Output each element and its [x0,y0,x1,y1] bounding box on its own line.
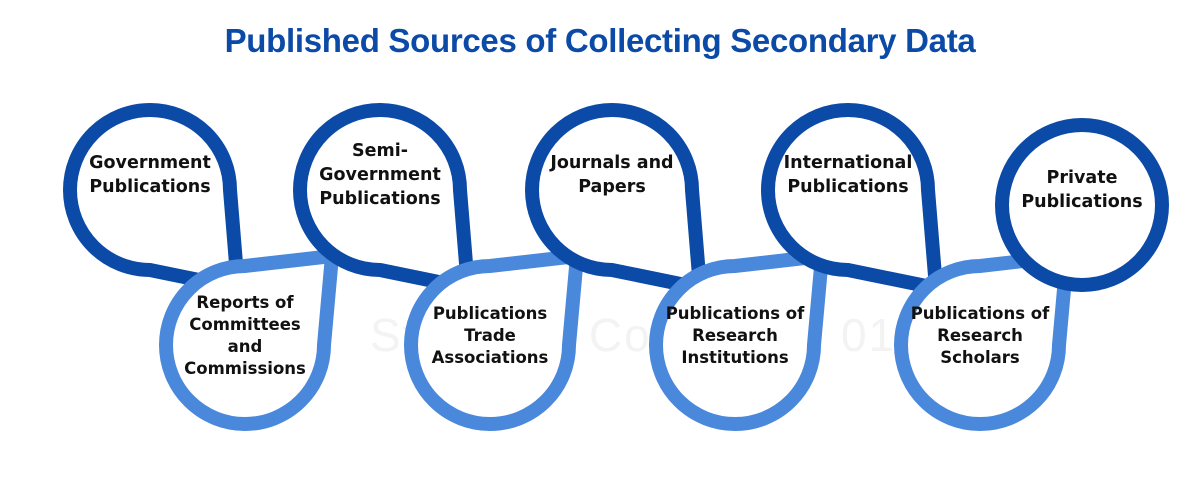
top-node-label: Private Publications [1021,168,1143,212]
top-node-shape [995,118,1169,292]
top-node-ring [293,103,476,297]
bottom-node-ring [649,248,830,431]
top-node-ring [525,103,708,297]
top-node-label: International Publications [783,153,913,197]
top-node-shape [293,103,476,297]
top-node-shape [525,103,708,297]
bottom-node-label: Publications Trade Associations [431,304,549,367]
bottom-node-label: Reports of Committees and Commissions [184,293,306,378]
top-node-shape [761,103,944,297]
diagram-title: Published Sources of Collecting Secondar… [224,22,976,59]
bottom-node-shape [649,248,830,431]
bottom-node-label: Publications of Research Scholars [910,304,1050,367]
bottom-node-ring [894,248,1075,431]
bottom-node-shape [404,248,585,431]
top-node-label: Journals and Papers [550,153,674,197]
top-node-label: Government Publications [89,153,211,197]
bottom-node-shape [159,248,340,431]
top-node-label: Semi-Government Publications [319,141,441,209]
bottom-node-label: Publications of Research Institutions [665,304,805,367]
bottom-node-shape [894,248,1075,431]
bottom-node-ring [404,248,585,431]
bottom-node-ring [159,248,340,431]
top-node-ring [63,103,246,297]
top-node-ring [995,118,1169,292]
top-node-shape [63,103,246,297]
top-node-ring [761,103,944,297]
